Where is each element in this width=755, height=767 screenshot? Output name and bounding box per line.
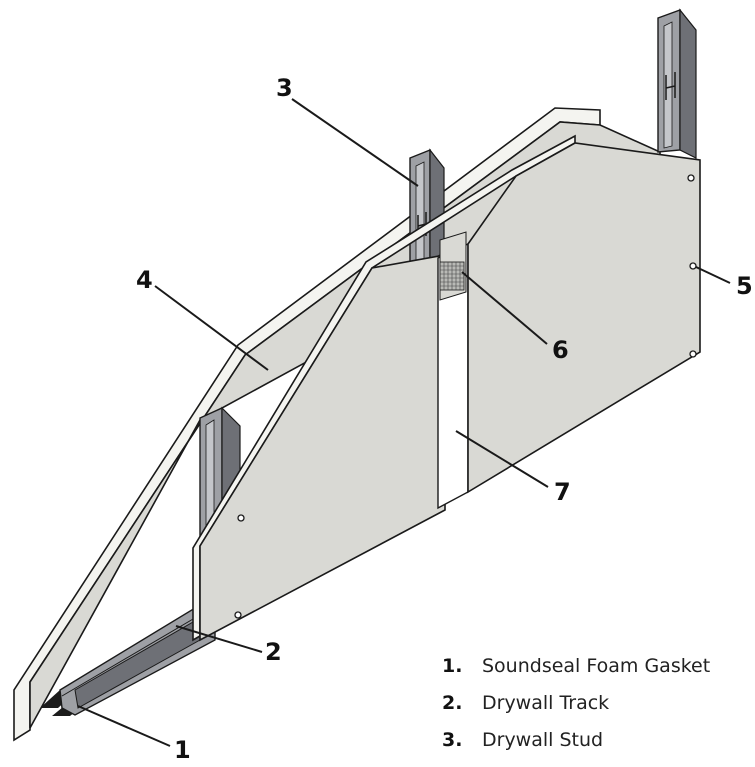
legend-number: 3. (442, 729, 463, 751)
legend-label: Drywall Track (482, 692, 610, 714)
legend-number: 1. (442, 655, 463, 677)
legend-label: Soundseal Foam Gasket (482, 655, 711, 677)
front-drywall-board-right (467, 142, 701, 494)
legend-item: 3. Drywall Stud (442, 729, 603, 751)
drywall-stud-right (657, 8, 697, 159)
callout-5: 5 (736, 272, 753, 300)
joint-mesh-tape (439, 261, 465, 291)
drywall-screws (234, 174, 697, 619)
callout-leaders (77, 98, 731, 747)
callout-1: 1 (174, 736, 191, 764)
legend-item: 2. Drywall Track (442, 692, 609, 714)
legend-number: 2. (442, 692, 463, 714)
legend-item: 1. Soundseal Foam Gasket (442, 655, 710, 677)
drywall-stud-middle (409, 148, 445, 274)
legend-label: Drywall Stud (482, 729, 604, 751)
callout-4: 4 (136, 266, 153, 294)
legend: 1.Soundseal Foam Gasket 2.Drywall Track … (442, 655, 755, 767)
callout-6: 6 (552, 336, 569, 364)
callout-7: 7 (554, 478, 571, 506)
callout-2: 2 (265, 638, 282, 666)
callout-3: 3 (276, 74, 293, 102)
